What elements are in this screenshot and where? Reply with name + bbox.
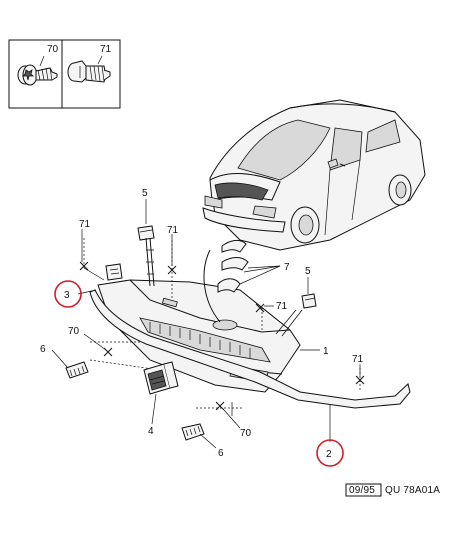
callout-70b: 70 — [240, 428, 252, 439]
reference-date-box — [345, 483, 382, 497]
callouts: 5 71 71 7 5 71 1 71 70 6 4 70 6 3 2 — [40, 188, 364, 460]
brackets-part-7 — [203, 239, 249, 323]
van-illustration — [202, 99, 426, 251]
callout-6a: 6 — [40, 344, 46, 355]
callout-1: 1 — [323, 346, 329, 357]
reference-footer: 09/95 QU 78A01A — [345, 483, 440, 497]
mount-bracket-part-4 — [143, 361, 179, 395]
clip-5-right — [275, 293, 317, 337]
highlight-circle-3 — [54, 280, 82, 308]
trim-strip-part-2 — [89, 289, 411, 409]
callout-2: 2 — [326, 449, 332, 460]
callout-3: 3 — [64, 290, 70, 301]
screw-b-number: 71 — [100, 44, 112, 55]
callout-5a: 5 — [142, 188, 148, 199]
reference-code: QU 78A01A — [385, 485, 440, 496]
inset-frame — [8, 39, 121, 109]
fastener-6-right — [181, 423, 205, 441]
callout-71d: 71 — [352, 354, 364, 365]
clip-5-left — [137, 225, 155, 287]
callout-71c: 71 — [276, 301, 288, 312]
callout-4: 4 — [148, 426, 154, 437]
callout-71b: 71 — [167, 225, 179, 236]
hex-screw-icon — [67, 60, 111, 83]
callout-70a: 70 — [68, 326, 80, 337]
callout-7: 7 — [284, 262, 290, 273]
callout-5b: 5 — [305, 266, 311, 277]
reference-date: 09/95 — [349, 485, 375, 496]
callout-6b: 6 — [218, 448, 224, 459]
callout-71a: 71 — [79, 219, 91, 230]
screw-markers — [79, 261, 365, 411]
bumper-part-1 — [97, 279, 301, 393]
left-clip — [105, 263, 123, 281]
highlight-circle-2 — [316, 439, 344, 467]
fastener-6-left — [65, 361, 89, 379]
screw-a-number: 70 — [47, 44, 59, 55]
torx-screw-icon — [17, 64, 58, 86]
screw-inset: 70 71 — [8, 39, 121, 109]
